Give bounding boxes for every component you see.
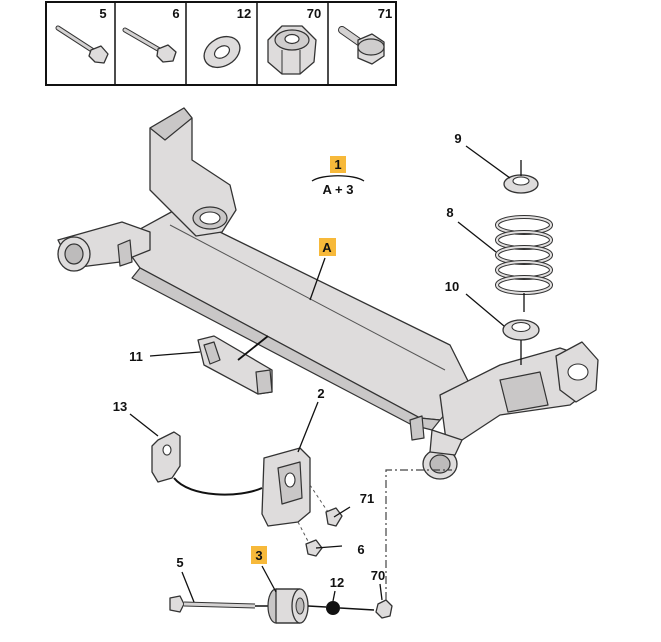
header-ref-70: 70 [307, 6, 321, 21]
callout-a-label: A [322, 240, 332, 255]
callout-6-label: 6 [357, 542, 364, 557]
assembly-note-text: A + 3 [323, 182, 354, 197]
screw-6[interactable] [305, 539, 343, 557]
callout-10-label: 10 [445, 279, 459, 294]
silent-block-bush[interactable] [267, 588, 327, 624]
bolt-icon [55, 25, 109, 64]
long-bolt[interactable] [169, 595, 272, 613]
header-parts-strip: 5 6 12 70 [45, 1, 397, 86]
washer-12[interactable] [326, 601, 375, 615]
callout-a: A [309, 238, 336, 301]
callout-71-label: 71 [360, 491, 374, 506]
header-cell-6[interactable]: 6 [122, 6, 180, 63]
callout-3-label: 3 [255, 548, 262, 563]
callout-71: 71 [360, 491, 374, 506]
rear-axle-beam[interactable] [57, 107, 599, 480]
header-ref-71: 71 [378, 6, 392, 21]
cable-guard[interactable] [197, 335, 273, 395]
callout-10: 10 [445, 279, 505, 327]
callout-6: 6 [357, 542, 364, 557]
callout-2: 2 [297, 386, 325, 453]
header-cell-5[interactable]: 5 [55, 6, 109, 64]
callout-12: 12 [330, 575, 344, 602]
mounting-bracket[interactable] [261, 447, 331, 546]
screw-71[interactable] [325, 506, 351, 527]
header-cell-70[interactable]: 70 [267, 6, 321, 75]
callout-11-label: 11 [129, 349, 143, 364]
header-cell-71[interactable]: 71 [338, 6, 392, 65]
screw-icon [338, 26, 385, 65]
coil-spring[interactable] [495, 215, 553, 312]
callout-3: 3 [251, 546, 277, 593]
header-ref-12: 12 [237, 6, 251, 21]
callout-11: 11 [129, 349, 201, 364]
callout-70-label: 70 [371, 568, 385, 583]
header-ref-5: 5 [99, 6, 106, 21]
header-cell-12[interactable]: 12 [199, 6, 252, 74]
highlight-marker [319, 238, 336, 256]
callout-5: 5 [176, 555, 195, 603]
highlight-marker [251, 546, 267, 564]
highlight-marker [330, 156, 346, 173]
callout-12-label: 12 [330, 575, 344, 590]
nut-icon [267, 25, 317, 75]
callout-70: 70 [371, 568, 385, 601]
callout-1: 1 [334, 157, 341, 172]
nut-70[interactable] [375, 599, 393, 619]
note-1: 1 A + 3 [311, 156, 365, 197]
spring-cup[interactable] [503, 160, 539, 194]
assembly-axis-line [385, 469, 452, 600]
callout-8-label: 8 [446, 205, 453, 220]
header-ref-6: 6 [172, 6, 179, 21]
small-bracket[interactable] [151, 431, 263, 496]
callout-8: 8 [446, 205, 497, 253]
callout-9-label: 9 [454, 131, 461, 146]
callout-9: 9 [454, 131, 511, 179]
callout-5-label: 5 [176, 555, 183, 570]
callout-2-label: 2 [317, 386, 324, 401]
washer-icon [203, 35, 241, 69]
bolt-icon [122, 27, 177, 63]
callout-13: 13 [113, 399, 159, 437]
spring-seat[interactable] [502, 319, 540, 365]
callout-13-label: 13 [113, 399, 127, 414]
